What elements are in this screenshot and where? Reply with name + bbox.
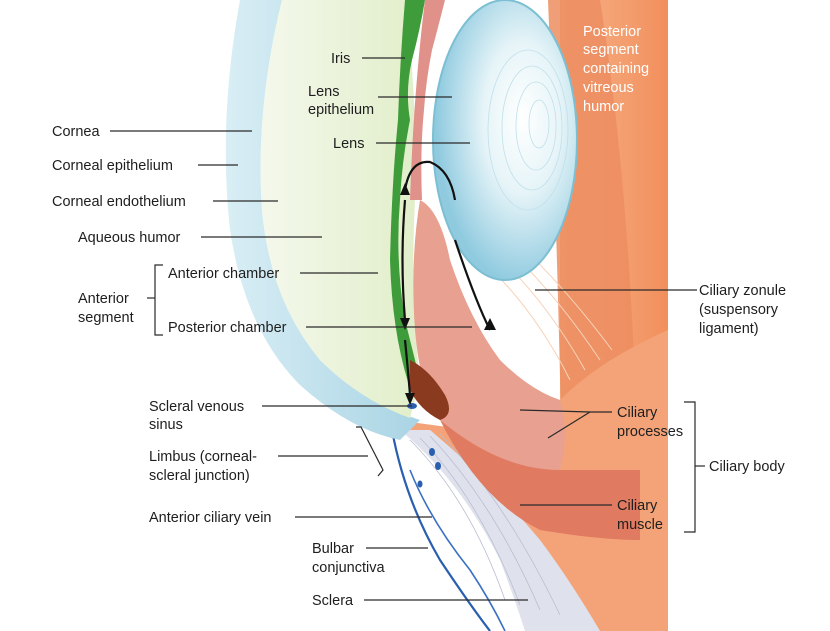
label-anterior-segment-2: segment bbox=[78, 310, 134, 326]
label-scleral-venous-sinus-1: Scleral venous bbox=[149, 399, 244, 415]
label-limbus-2: scleral junction) bbox=[149, 468, 250, 484]
label-corneal-epithelium: Corneal epithelium bbox=[52, 158, 173, 174]
label-bulbar-conjunctiva-1: Bulbar bbox=[312, 541, 354, 557]
label-ciliary-zonule-1: Ciliary zonule bbox=[699, 283, 786, 299]
eye-illustration bbox=[225, 0, 668, 631]
label-posterior-segment-2: segment bbox=[583, 42, 639, 58]
label-limbus-1: Limbus (corneal- bbox=[149, 449, 257, 465]
label-posterior-segment-5: humor bbox=[583, 99, 624, 115]
ciliary-body-shape bbox=[413, 200, 565, 488]
label-ciliary-processes-1: Ciliary bbox=[617, 405, 658, 421]
label-ciliary-body: Ciliary body bbox=[709, 459, 785, 475]
iris-shape bbox=[390, 0, 425, 382]
ciliary-body-bracket bbox=[684, 401, 696, 533]
label-posterior-chamber: Posterior chamber bbox=[168, 320, 287, 336]
vessel-dot-3 bbox=[417, 480, 423, 488]
conjunctiva-vessel bbox=[390, 429, 491, 631]
aqueous-humor-region bbox=[260, 0, 420, 418]
label-posterior-segment-1: Posterior bbox=[583, 24, 641, 40]
label-ciliary-muscle-2: muscle bbox=[617, 517, 663, 533]
lens-rings bbox=[487, 49, 569, 211]
label-scleral-venous-sinus-2: sinus bbox=[149, 417, 183, 433]
limbus-bracket bbox=[356, 426, 384, 477]
arrow-heads bbox=[400, 183, 496, 405]
label-anterior-chamber: Anterior chamber bbox=[168, 266, 279, 282]
label-ciliary-zonule-2: (suspensory bbox=[699, 302, 779, 318]
label-lens: Lens bbox=[333, 136, 364, 152]
lens-shape bbox=[432, 0, 578, 281]
label-corneal-endothelium: Corneal endothelium bbox=[52, 194, 186, 210]
anterior-segment-bracket bbox=[154, 264, 163, 336]
label-ciliary-muscle-1: Ciliary bbox=[617, 498, 658, 514]
leader-lines bbox=[110, 57, 705, 601]
label-ciliary-zonule-3: ligament) bbox=[699, 321, 759, 337]
labels: Iris Lens epithelium Lens Posterior segm… bbox=[52, 24, 786, 609]
vessel-dot-1 bbox=[429, 448, 435, 456]
scleral-sinus-dark bbox=[410, 360, 449, 420]
vessel-dot-2 bbox=[435, 462, 441, 470]
label-bulbar-conjunctiva-2: conjunctiva bbox=[312, 560, 385, 576]
ciliary-muscle-shape bbox=[440, 420, 640, 540]
label-cornea: Cornea bbox=[52, 124, 100, 140]
label-posterior-segment-3: containing bbox=[583, 61, 649, 77]
label-posterior-segment-4: vitreous bbox=[583, 80, 634, 96]
label-anterior-segment-1: Anterior bbox=[78, 291, 129, 307]
label-aqueous-humor: Aqueous humor bbox=[78, 230, 181, 246]
iris-pigment bbox=[410, 0, 445, 200]
label-lens-epithelium-1: Lens bbox=[308, 84, 339, 100]
label-ciliary-processes-2: processes bbox=[617, 424, 683, 440]
label-sclera: Sclera bbox=[312, 593, 354, 609]
label-iris: Iris bbox=[331, 51, 350, 67]
ciliary-vein bbox=[409, 469, 506, 631]
label-anterior-ciliary-vein: Anterior ciliary vein bbox=[149, 510, 272, 526]
label-lens-epithelium-2: epithelium bbox=[308, 102, 374, 118]
cornea-shape bbox=[225, 0, 420, 440]
aqueous-flow-arrows bbox=[401, 160, 491, 396]
